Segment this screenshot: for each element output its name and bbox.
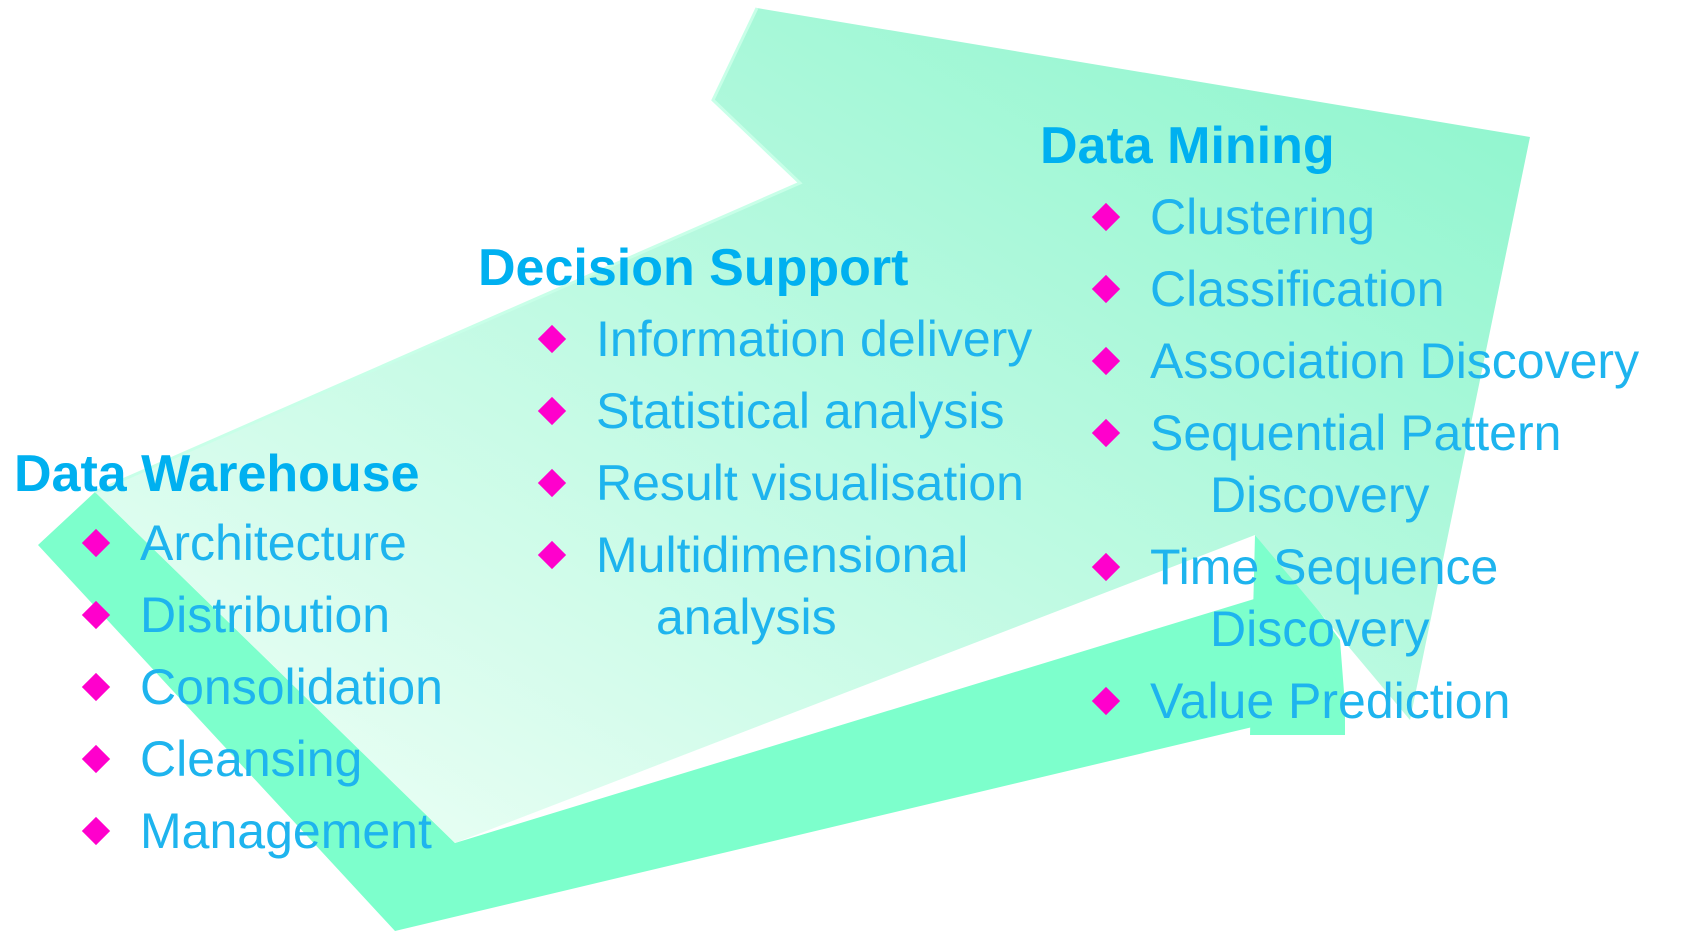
diamond-bullet-icon — [537, 540, 567, 570]
list-item: Distribution — [80, 584, 443, 646]
list-item: Clustering — [1090, 186, 1639, 248]
diamond-bullet-icon — [81, 600, 111, 630]
diamond-bullet-icon — [537, 396, 567, 426]
list-item: Multidimensional analysis — [536, 524, 1032, 648]
list-item: Consolidation — [80, 656, 443, 718]
list-item: Statistical analysis — [536, 380, 1032, 442]
diamond-bullet-icon — [1091, 686, 1121, 716]
list-item: Value Prediction — [1090, 670, 1639, 732]
diamond-bullet-icon — [1091, 552, 1121, 582]
list-item: Management — [80, 800, 443, 862]
list-item: Classification — [1090, 258, 1639, 320]
list-item-label: Distribution — [140, 587, 391, 643]
diamond-bullet-icon — [1091, 274, 1121, 304]
list-item: Result visualisation — [536, 452, 1032, 514]
list-item-label: Cleansing — [140, 731, 363, 787]
diamond-bullet-icon — [81, 816, 111, 846]
list-item-label: Result visualisation — [596, 455, 1024, 511]
diamond-bullet-icon — [1091, 418, 1121, 448]
list-item-label: Multidimensional — [596, 527, 969, 583]
diamond-bullet-icon — [537, 324, 567, 354]
list-item-label: Architecture — [140, 515, 407, 571]
list-item-continuation: analysis — [656, 589, 837, 645]
list-item-label: Management — [140, 803, 432, 859]
list-item-label: Value Prediction — [1150, 673, 1511, 729]
list-item: Cleansing — [80, 728, 443, 790]
heading-data-warehouse: Data Warehouse — [14, 445, 420, 503]
list-item-label: Information delivery — [596, 311, 1033, 367]
diamond-bullet-icon — [81, 672, 111, 702]
list-item-label: Classification — [1150, 261, 1445, 317]
list-item: Association Discovery — [1090, 330, 1639, 392]
diamond-bullet-icon — [81, 744, 111, 774]
arrow-edge-highlight — [94, 7, 803, 494]
heading-data-mining: Data Mining — [1040, 117, 1335, 175]
arrow-side-face — [38, 492, 1345, 931]
arrow-side-face-right — [1250, 535, 1345, 735]
diamond-bullet-icon — [537, 468, 567, 498]
list-item-label: Clustering — [1150, 189, 1376, 245]
diamond-bullet-icon — [1091, 346, 1121, 376]
list-item-label: Statistical analysis — [596, 383, 1005, 439]
diamond-bullet-icon — [81, 528, 111, 558]
list-item: Information delivery — [536, 308, 1032, 370]
list-item: Architecture — [80, 512, 443, 574]
list-item-label: Time Sequence — [1150, 539, 1499, 595]
list-item-continuation: Discovery — [1210, 467, 1430, 523]
arrow-top-face — [95, 8, 1530, 843]
list-item-continuation: Discovery — [1210, 601, 1430, 657]
list-item-label: Association Discovery — [1150, 333, 1640, 389]
list-item-label: Sequential Pattern — [1150, 405, 1562, 461]
list-item-label: Consolidation — [140, 659, 443, 715]
diamond-bullet-icon — [1091, 202, 1121, 232]
heading-decision-support: Decision Support — [478, 239, 909, 297]
